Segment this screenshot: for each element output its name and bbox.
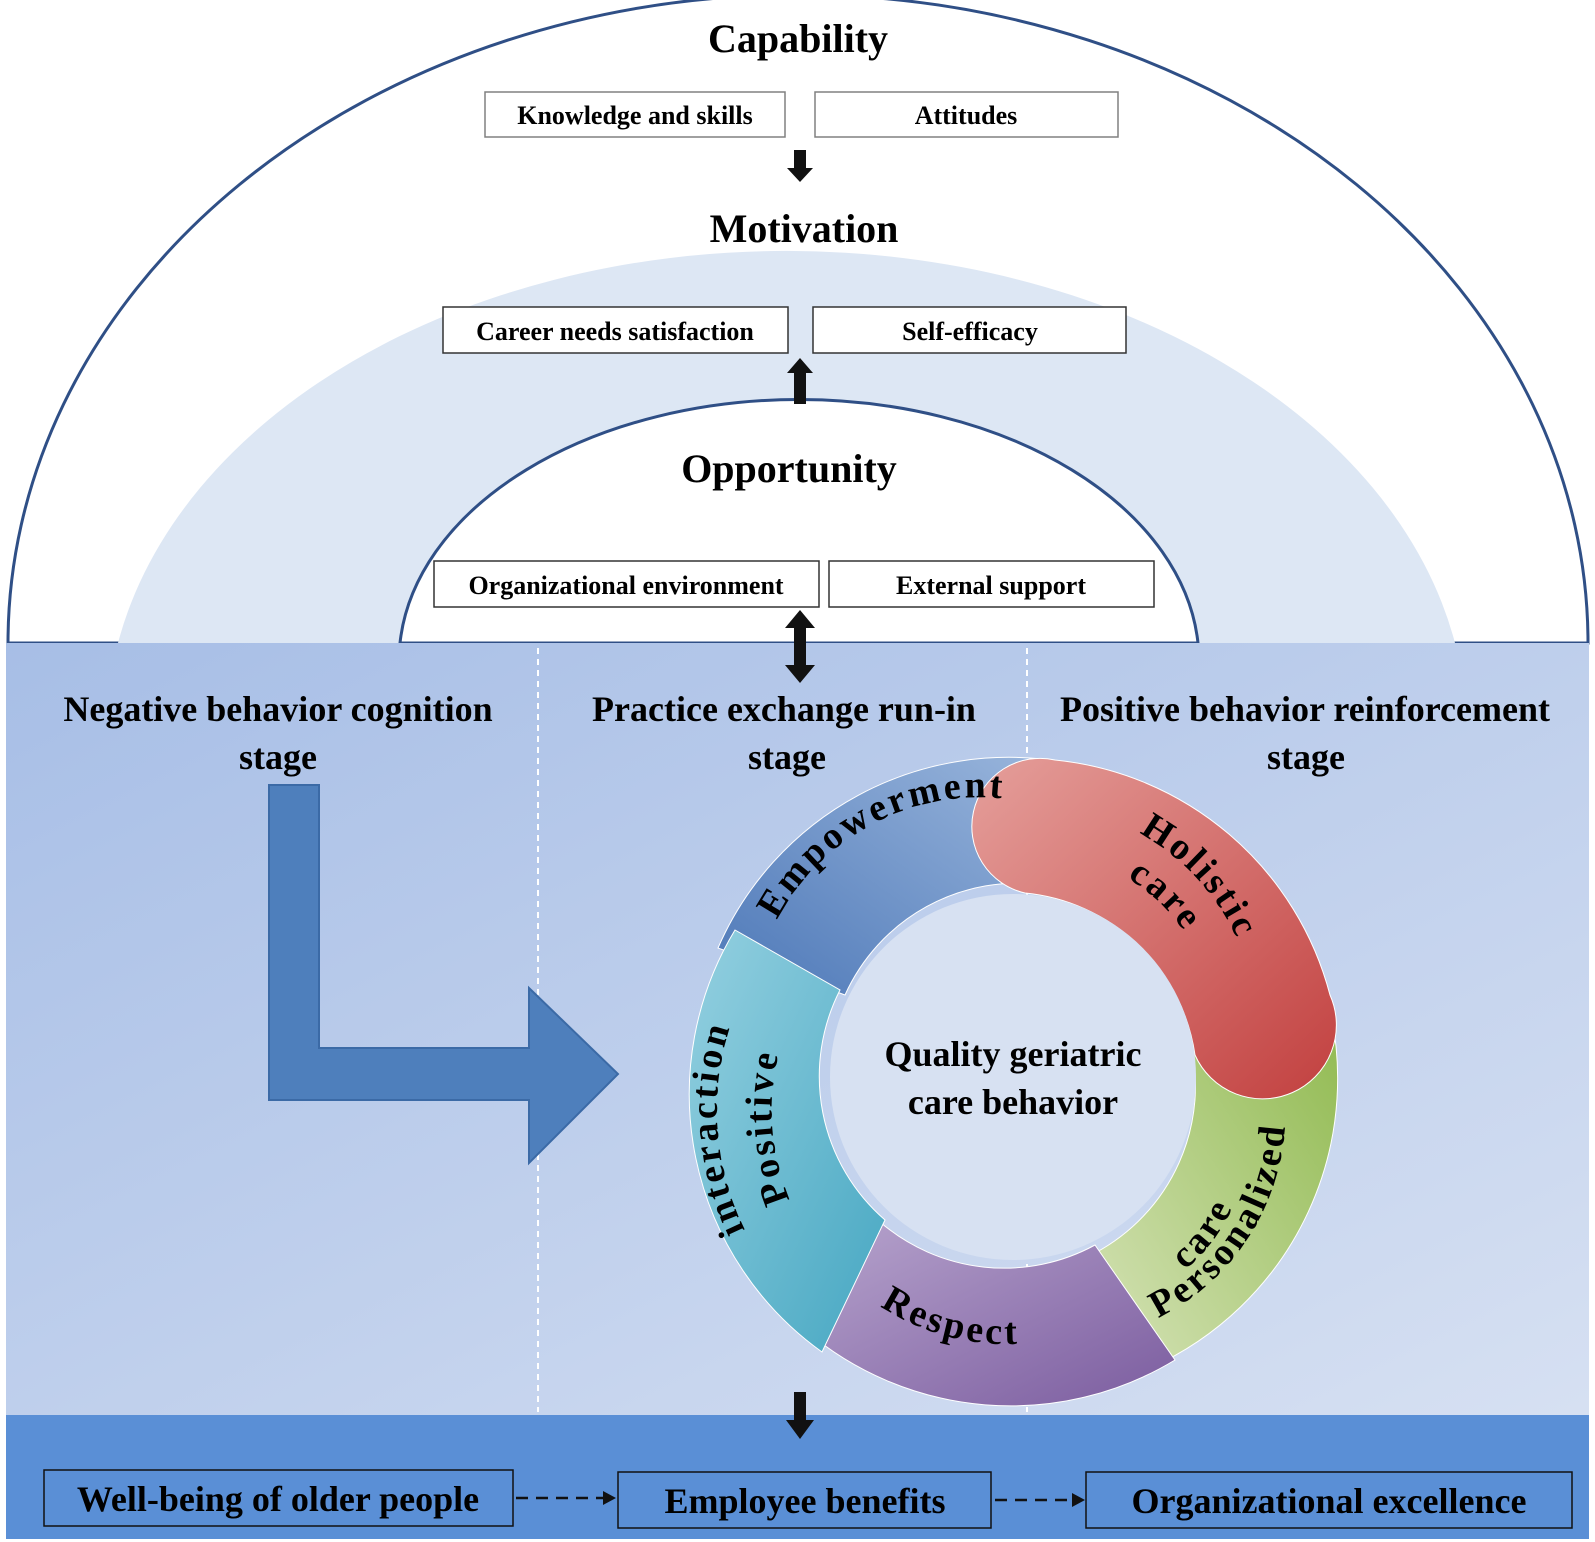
segment-holistic-care [971,757,1337,1100]
stage-2-title-line2: stage [748,737,826,777]
dashed-arrow-1 [516,1491,616,1505]
stage-3-title-line2: stage [1267,737,1345,777]
self-efficacy-label: Self-efficacy [902,317,1038,346]
knowledge-box [484,91,786,138]
employee-benefits-box [617,1471,992,1529]
external-support-label: External support [896,571,1086,600]
arrow-up-motivation [787,358,813,404]
self-efficacy-box [812,306,1127,354]
knowledge-label: Knowledge and skills [517,101,753,130]
cycle-center-line1: Quality geriatric [885,1034,1142,1074]
org-excellence-box [1085,1471,1573,1529]
attitudes-label: Attitudes [915,101,1018,130]
stage-1-title-line1: Negative behavior cognition [63,689,492,729]
capability-title: Capability [708,16,888,61]
org-excellence-label: Organizational excellence [1132,1481,1527,1521]
motivation-title: Motivation [710,206,899,251]
arrow-double-opportunity [785,610,815,683]
attitudes-box [814,91,1119,138]
arrow-down-outcomes [786,1392,814,1439]
wellbeing-label: Well-being of older people [77,1479,479,1519]
career-needs-box [442,306,789,354]
dashed-arrow-2 [995,1493,1085,1507]
cycle-center [830,894,1196,1260]
stage-1-title-line2: stage [239,737,317,777]
care-behavior-cycle: Empowerment Holistic care Personalized c… [684,756,1339,1407]
career-needs-label: Career needs satisfaction [476,317,754,346]
employee-benefits-label: Employee benefits [665,1481,946,1521]
progress-l-arrow [268,784,620,1166]
external-support-box [828,560,1155,608]
stage-3-title-line1: Positive behavior reinforcement [1060,689,1550,729]
arrow-down-capability [787,150,813,182]
stage-2-title-line1: Practice exchange run-in [592,689,976,729]
wellbeing-box [43,1469,514,1527]
opportunity-title: Opportunity [681,446,897,491]
org-environment-label: Organizational environment [468,571,783,600]
org-environment-box [433,560,820,608]
segment-positive-interaction [688,929,886,1353]
cycle-center-line2: care behavior [908,1082,1118,1122]
